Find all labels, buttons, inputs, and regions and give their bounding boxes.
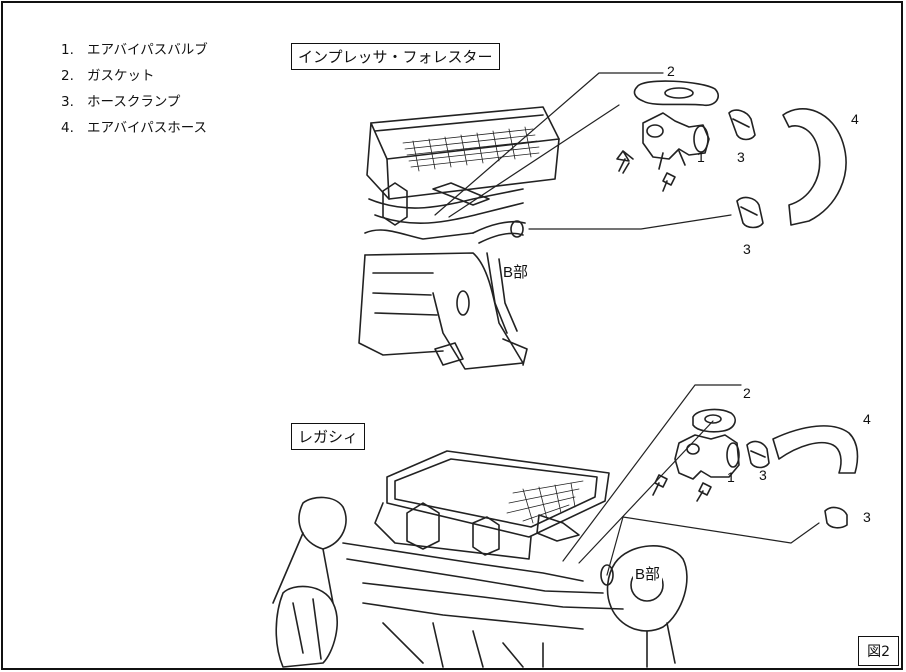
legend-item: 1. エアバイパスバルブ (61, 37, 208, 63)
callout-clamp: 3 (743, 241, 751, 257)
impreza-clamp-upper (728, 109, 756, 141)
parts-legend: 1. エアバイパスバルブ 2. ガスケット 3. ホースクランプ 4. エアバイパスホー… (61, 37, 208, 141)
callout-gasket: 2 (743, 385, 751, 401)
callout-valve: 1 (697, 149, 705, 165)
legacy-panel-title: レガシィ (291, 423, 366, 450)
callout-valve: 1 (727, 469, 735, 485)
impreza-bolts (616, 150, 676, 192)
legacy-engine-drawing (272, 450, 688, 668)
legacy-bolts (652, 474, 712, 502)
legend-text: ガスケット (87, 68, 155, 84)
legacy-air-bypass-valve (674, 434, 740, 480)
legend-number: 1. (61, 42, 74, 58)
impreza-forester-panel-title: インプレッサ・フォレスター (291, 43, 500, 70)
callout-hose: 4 (863, 411, 871, 427)
legacy-leader-lines (562, 384, 820, 576)
legacy-gasket (692, 408, 736, 433)
callout-part-b: B部 (503, 264, 529, 281)
figure-number: 図2 (858, 636, 899, 666)
callout-clamp: 3 (759, 467, 767, 483)
callout-gasket: 2 (667, 63, 675, 79)
callout-part-b: B部 (633, 563, 663, 584)
legacy-clamp-lower (824, 506, 848, 529)
legend-text: エアバイパスホース (87, 120, 208, 136)
legend-text: ホースクランプ (87, 94, 181, 110)
legacy-hose (772, 425, 859, 474)
impreza-engine-drawing (358, 106, 560, 370)
impreza-hose (782, 108, 847, 226)
impreza-air-bypass-valve (642, 112, 710, 170)
legend-number: 3. (61, 94, 74, 110)
legend-item: 3. ホースクランプ (61, 89, 208, 115)
legend-text: エアバイパスバルブ (87, 42, 208, 58)
legend-item: 4. エアバイパスホース (61, 115, 208, 141)
legend-item: 2. ガスケット (61, 63, 208, 89)
callout-hose: 4 (851, 111, 859, 127)
legend-number: 4. (61, 120, 74, 136)
impreza-gasket (633, 80, 719, 107)
legend-number: 2. (61, 68, 74, 84)
callout-clamp: 3 (863, 509, 871, 525)
legacy-clamp-upper (746, 440, 770, 469)
callout-clamp: 3 (737, 149, 745, 165)
impreza-leader-lines (434, 72, 732, 230)
impreza-clamp-lower (736, 196, 764, 229)
